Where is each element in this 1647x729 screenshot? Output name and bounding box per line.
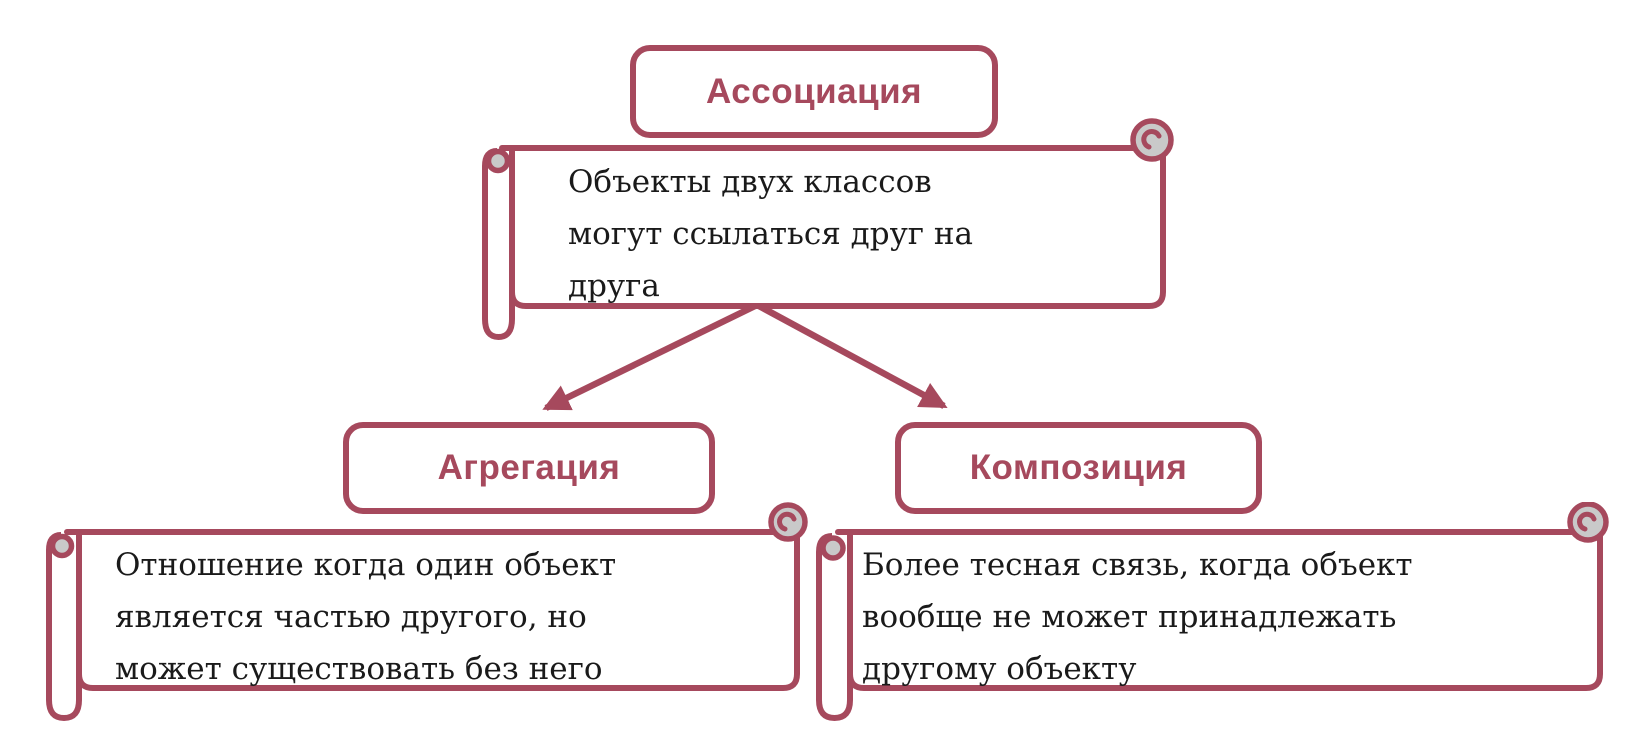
note-association-text: Объекты двух классов могут ссылаться дру… [568,156,973,312]
corner-curl-icon [768,502,808,542]
vertical-scroll-shape [46,502,808,721]
note-composition-text: Более тесная связь, когда объект вообще … [862,539,1413,695]
vertical-scroll-shape [816,502,1609,721]
scroll-body [847,529,1603,691]
note-aggregation: Отношение когда один объект является час… [42,502,812,724]
text-line: является частью другого, но [115,599,587,635]
note-composition: Более тесная связь, когда объект вообще … [812,502,1622,724]
node-composition-label: Композиция [969,448,1188,487]
corner-curl-spiral [1577,511,1597,532]
text-line: могут ссылаться друг на [568,216,974,252]
roll-curl-icon [820,535,846,561]
node-composition: Композиция [895,422,1262,514]
corner-curl-icon [1567,502,1609,543]
corner-curl-spiral [777,511,797,532]
roll-curl-icon [485,148,511,174]
text-line: Отношение когда один объект [115,547,617,583]
text-line: другому объекту [862,651,1137,687]
node-aggregation-label: Агрегация [437,448,621,487]
note-aggregation-text: Отношение когда один объект является час… [115,539,616,695]
scroll-body [509,145,1166,309]
note-association: Объекты двух классов могут ссылаться дру… [478,118,1188,343]
vertical-scroll-shape [482,118,1174,340]
node-aggregation: Агрегация [343,422,715,514]
scroll-roll [816,532,853,721]
text-line: вообще не может принадлежать [862,599,1397,635]
scroll-roll [482,148,515,340]
text-line: друга [568,268,660,304]
corner-curl-icon [1130,118,1174,162]
scroll-body [76,529,800,691]
node-association-label: Ассоциация [705,71,923,111]
roll-curl-icon [49,533,75,559]
text-line: может существовать без него [115,651,603,687]
node-association: Ассоциация [630,45,998,138]
text-line: Объекты двух классов [568,164,932,200]
scroll-roll [46,532,82,721]
text-line: Более тесная связь, когда объект [862,547,1413,583]
corner-curl-spiral [1141,129,1162,150]
